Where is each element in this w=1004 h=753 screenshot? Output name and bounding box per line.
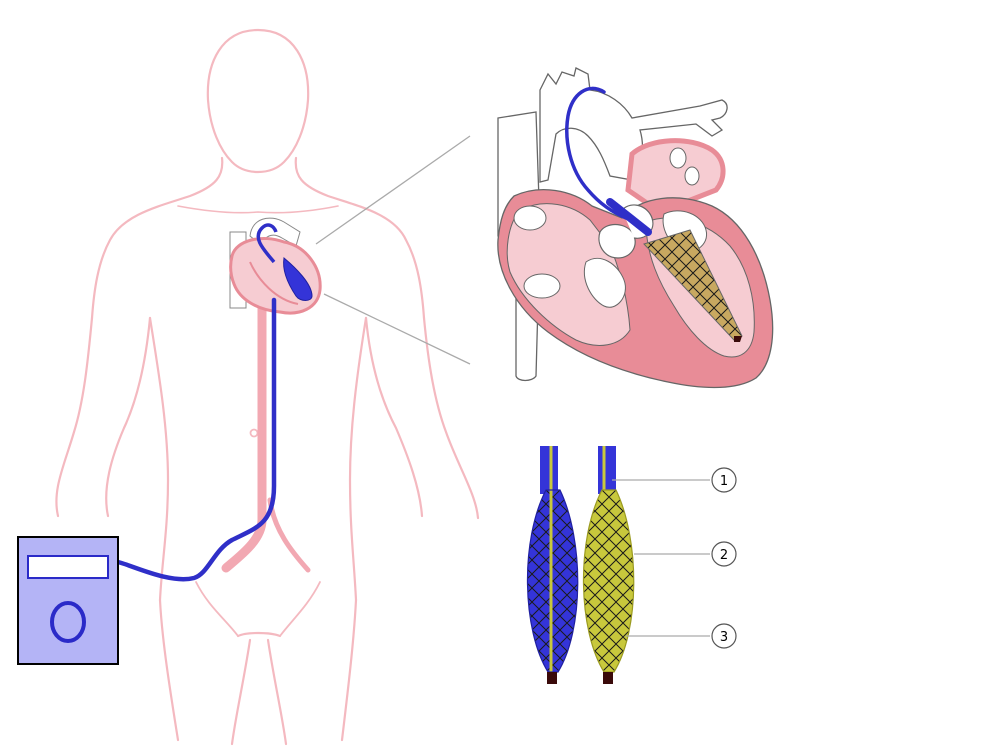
right-arm-outer [422, 316, 480, 520]
inner-leg-left [230, 638, 252, 746]
console-knob [50, 601, 86, 643]
small-heart [229, 217, 322, 315]
callout-leaders [612, 479, 710, 637]
console-display [27, 555, 109, 579]
large-heart-cross-section [497, 67, 774, 389]
catheter-in-aorta [565, 86, 628, 220]
svg-text:2: 2 [720, 548, 728, 563]
right-arm-inner [364, 316, 424, 518]
right-neck-shoulder [294, 156, 426, 320]
inner-leg-right [266, 638, 288, 746]
right-torso-side [348, 316, 368, 602]
clavicle-line [177, 205, 339, 214]
catheter-line [115, 297, 277, 582]
crotch [236, 631, 282, 638]
left-arm-inner [105, 316, 152, 518]
head-outline [206, 28, 310, 174]
svg-text:1: 1 [720, 474, 728, 489]
balloon-yellow [582, 446, 635, 684]
svg-text:3: 3 [720, 630, 728, 645]
callout-1: 1 [711, 467, 737, 493]
left-arm-outer [55, 316, 94, 518]
human-body-outline [55, 28, 480, 746]
right-hip [340, 598, 358, 742]
groin-left [195, 581, 239, 637]
descending-aorta [221, 295, 311, 573]
callout-2: 2 [711, 541, 737, 567]
balloon-detail: 1 2 3 [526, 446, 737, 684]
left-neck-shoulder [90, 156, 224, 320]
aortic-arch [539, 67, 728, 183]
navel [249, 428, 259, 438]
groin-right [279, 581, 321, 637]
left-hip [158, 598, 180, 742]
left-atrium [625, 138, 726, 215]
balloon-blue [526, 446, 579, 684]
callout-3: 3 [711, 623, 737, 649]
pump-console [17, 536, 119, 665]
zoom-leader-lines [315, 135, 471, 365]
left-torso-side [148, 316, 170, 602]
